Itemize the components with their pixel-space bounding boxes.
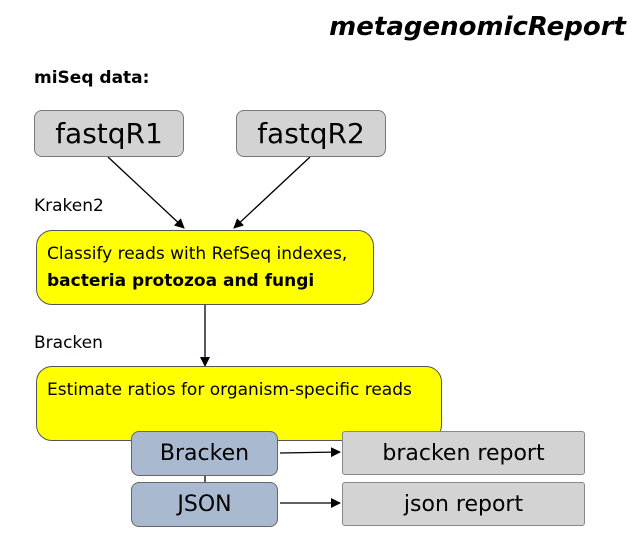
bracken-tool-label: Bracken xyxy=(34,333,103,353)
json-report-box: json report xyxy=(342,482,585,526)
input-fastqr1: fastqR1 xyxy=(34,110,184,157)
bracken-output-node: Bracken xyxy=(131,431,278,476)
bracken-step-text: Estimate ratios for organism-specific re… xyxy=(47,380,412,400)
kraken-step-line1: Classify reads with RefSeq indexes, xyxy=(47,244,348,264)
arrow-r1-to-kraken xyxy=(107,156,185,229)
kraken-tool-label: Kraken2 xyxy=(34,196,104,216)
json-output-node: JSON xyxy=(131,482,278,527)
section-label: miSeq data: xyxy=(34,68,150,88)
arrow-r2-to-kraken xyxy=(233,156,311,229)
kraken-step-box: Classify reads with RefSeq indexes, bact… xyxy=(36,230,374,305)
input-fastqr2: fastqR2 xyxy=(236,110,386,157)
bracken-report-box: bracken report xyxy=(342,431,585,475)
arrow-bracken-to-report xyxy=(279,447,341,458)
diagram-title: metagenomicReport xyxy=(329,12,626,42)
bracken-step-box: Estimate ratios for organism-specific re… xyxy=(36,366,442,441)
kraken-step-line2: bacteria protozoa and fungi xyxy=(47,271,315,291)
